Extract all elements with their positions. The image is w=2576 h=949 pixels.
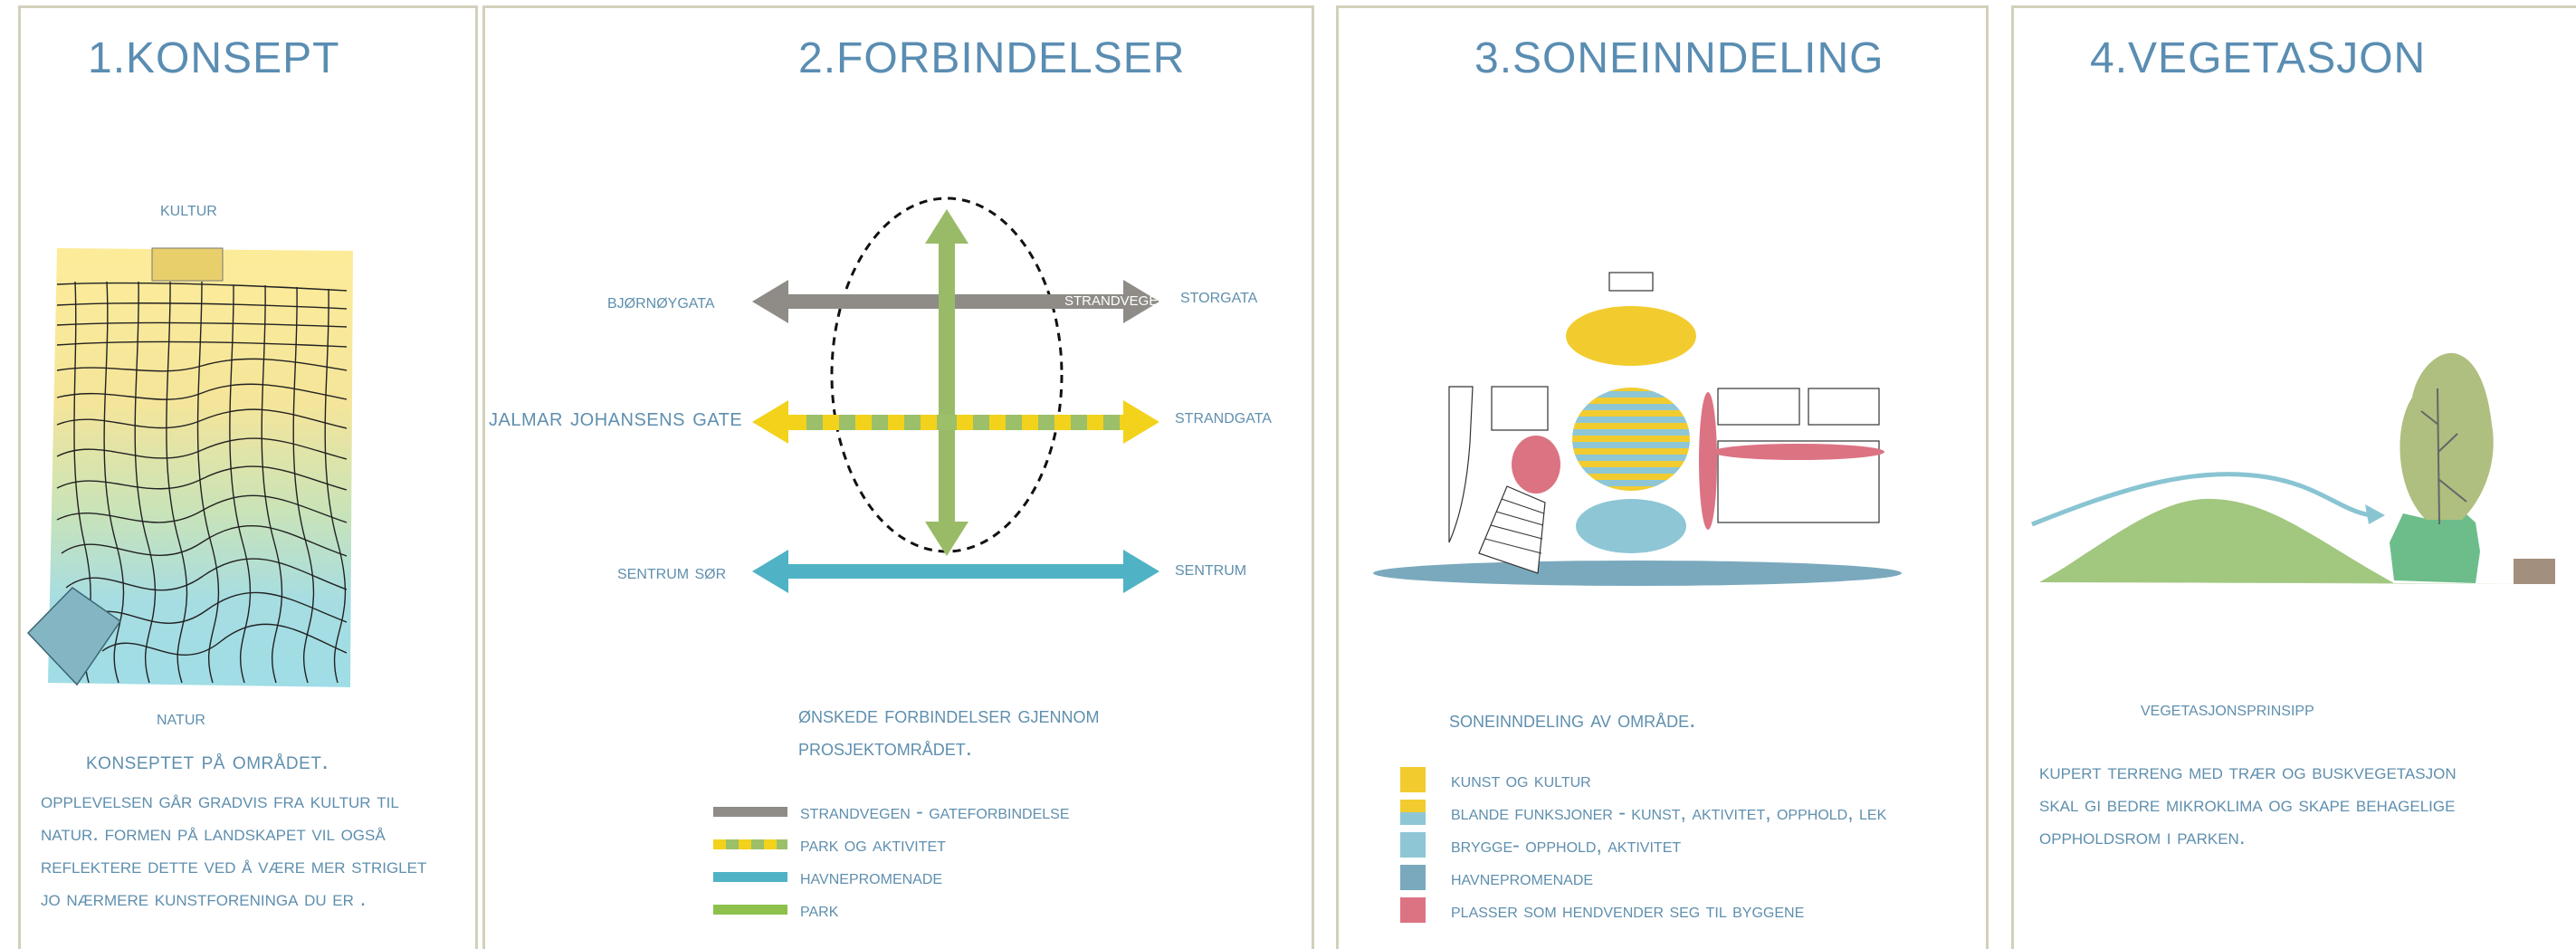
- vegetasjon-caption: VEGETASJONSPRINSIPP: [2141, 696, 2314, 720]
- small-building: [1608, 272, 1654, 292]
- vegetasjon-line: skal gi bedre mikroklima og skape behage…: [2039, 792, 2456, 817]
- legend-swatch: [1400, 865, 1426, 890]
- zone-brygge: [1576, 499, 1686, 553]
- legend-label: PLASSER SOM HENDVENDER SEG TIL BYGGENE: [1451, 897, 1805, 922]
- panel-title-forbindelser: 2.FORBINDELSER: [798, 34, 1186, 82]
- building: [1491, 386, 1549, 431]
- zone-plass: [1512, 436, 1560, 494]
- konsept-line: jo nærmere kunstforeninga du er .: [41, 887, 367, 911]
- vegetasjon-description: kupert terreng med trær og buskvegetasjo…: [2039, 756, 2457, 854]
- konsept-subheading: Konseptet på området.: [86, 747, 329, 774]
- legend-item-plasser: PLASSER SOM HENDVENDER SEG TIL BYGGENE: [1400, 897, 1804, 923]
- legend-swatch: [1400, 832, 1426, 858]
- building-block: [2514, 559, 2555, 584]
- terrain-hill: [2039, 498, 2394, 583]
- label-strandgata: STRANDGATA: [1175, 404, 1272, 427]
- legend-label: HAVNEPROMENADE: [1451, 865, 1594, 889]
- panel-soneinndeling: 3.SONEINNDELING soneinndeling av område.: [1336, 5, 1989, 949]
- legend-item-brygge: BRYGGE- OPPHOLD, AKTIVITET: [1400, 832, 1681, 858]
- label-jalmar-johansens-gate: Jalmar Johansens gate: [489, 403, 743, 431]
- soneinndeling-diagram: [1373, 272, 1902, 586]
- legend-swatch: [713, 872, 787, 882]
- gradient-field: [48, 248, 353, 687]
- arrow-park: [925, 209, 968, 556]
- legend-label: KUNST OG KULTUR: [1451, 767, 1591, 791]
- legend-swatch: [1400, 897, 1426, 923]
- panel-vegetasjon: 4.VEGETASJON VEGETASJONSPRINSIPP kupert …: [2011, 5, 2576, 949]
- shrub-vegetation: [2390, 506, 2480, 583]
- building-west: [1448, 386, 1474, 543]
- legend-item-havnepromenade: HAVNEPROMENADE: [713, 865, 942, 889]
- zone-kunst-og-kultur: [1566, 306, 1696, 366]
- label-strandvegen: STRANDVEGEN: [1064, 289, 1169, 310]
- building: [1808, 388, 1880, 426]
- panel-title-konsept: 1.KONSEPT: [88, 34, 340, 82]
- legend-swatch: [1400, 800, 1426, 825]
- vegetasjon-line: oppholdsrom i parken.: [2039, 825, 2246, 849]
- panel-konsept: 1.KONSEPT KULTUR: [18, 5, 478, 949]
- panel-forbindelser: 2.FORBINDELSER: [482, 5, 1314, 949]
- label-kultur: KULTUR: [160, 197, 217, 220]
- label-sentrum-sor: SENTRUM SØR: [617, 560, 727, 583]
- arrow-park-og-aktivitet: [752, 400, 1159, 444]
- konsept-description: opplevelsen går gradvis fra kultur til n…: [41, 785, 426, 915]
- arrow-havnepromenade: [752, 550, 1159, 593]
- legend-item-kunst: KUNST OG KULTUR: [1400, 767, 1591, 792]
- konsept-line: opplevelsen går gradvis fra kultur til: [41, 789, 399, 813]
- legend-swatch: [713, 807, 787, 817]
- wind-flow-line: [2031, 472, 2372, 527]
- legend-label: PARK OG AKTIVITET: [800, 832, 946, 856]
- tree-crown: [2399, 352, 2494, 520]
- legend-label: PARK: [800, 897, 839, 921]
- forbindelser-caption: Ønskede forbindelser gjennom prosjektomr…: [798, 698, 1100, 763]
- wind-arrowhead: [2365, 504, 2385, 524]
- konsept-line: natur. formen på landskapet vil også: [41, 821, 386, 846]
- building: [1717, 388, 1800, 426]
- legend-label: BLANDE FUNKSJONER - KUNST, AKTIVITET, OP…: [1451, 800, 1887, 824]
- legend-swatch: [1400, 767, 1426, 792]
- legend-swatch: [713, 905, 787, 915]
- concept-grid-lines: [56, 281, 348, 684]
- kultur-building: [151, 247, 224, 282]
- caption-line: Ønskede forbindelser gjennom: [798, 701, 1100, 728]
- legend-label: BRYGGE- OPPHOLD, AKTIVITET: [1451, 832, 1682, 857]
- legend-label: STRANDVEGEN - GATEFORBINDELSE: [800, 800, 1070, 823]
- natur-shape: [26, 587, 122, 686]
- legend-item-strandvegen: STRANDVEGEN - GATEFORBINDELSE: [713, 800, 1070, 824]
- vegetasjon-diagram: [2031, 352, 2557, 584]
- label-sentrum: SENTRUM: [1175, 556, 1247, 580]
- legend-swatch: [713, 839, 787, 849]
- label-bjornoygata: BJØRNØYGATA: [607, 289, 715, 312]
- soneinndeling-caption: soneinndeling av område.: [1449, 705, 1696, 733]
- legend-item-blande: BLANDE FUNKSJONER - KUNST, AKTIVITET, OP…: [1400, 800, 1886, 825]
- panel-title-soneinndeling: 3.SONEINNDELING: [1474, 34, 1884, 82]
- forbindelser-diagram: [752, 197, 1159, 593]
- zone-plass: [1713, 444, 1884, 460]
- konsept-line: reflektere dette ved å være mer striglet: [41, 854, 427, 878]
- legend-item-havnepromenade: HAVNEPROMENADE: [1400, 865, 1593, 890]
- legend-label: HAVNEPROMENADE: [800, 865, 943, 888]
- legend-item-park-og-aktivitet: PARK OG AKTIVITET: [713, 832, 946, 857]
- project-area-outline: [830, 197, 1064, 553]
- legend-item-park: PARK: [713, 897, 838, 922]
- terrain-ground: [2039, 582, 2557, 584]
- vegetasjon-line: kupert terreng med trær og buskvegetasjo…: [2039, 760, 2457, 784]
- caption-line: prosjektområdet.: [798, 733, 972, 761]
- konsept-diagram: [26, 247, 353, 687]
- label-natur: NATUR: [157, 705, 205, 729]
- panel-title-vegetasjon: 4.VEGETASJON: [2090, 34, 2427, 82]
- building-stairs: [1478, 485, 1546, 574]
- tree-trunk: [2420, 388, 2467, 525]
- zone-blandede-funksjoner: [1572, 388, 1690, 491]
- zone-plass: [1699, 392, 1717, 530]
- label-storgata: STORGATA: [1180, 283, 1258, 307]
- zone-havnepromenade: [1373, 561, 1902, 586]
